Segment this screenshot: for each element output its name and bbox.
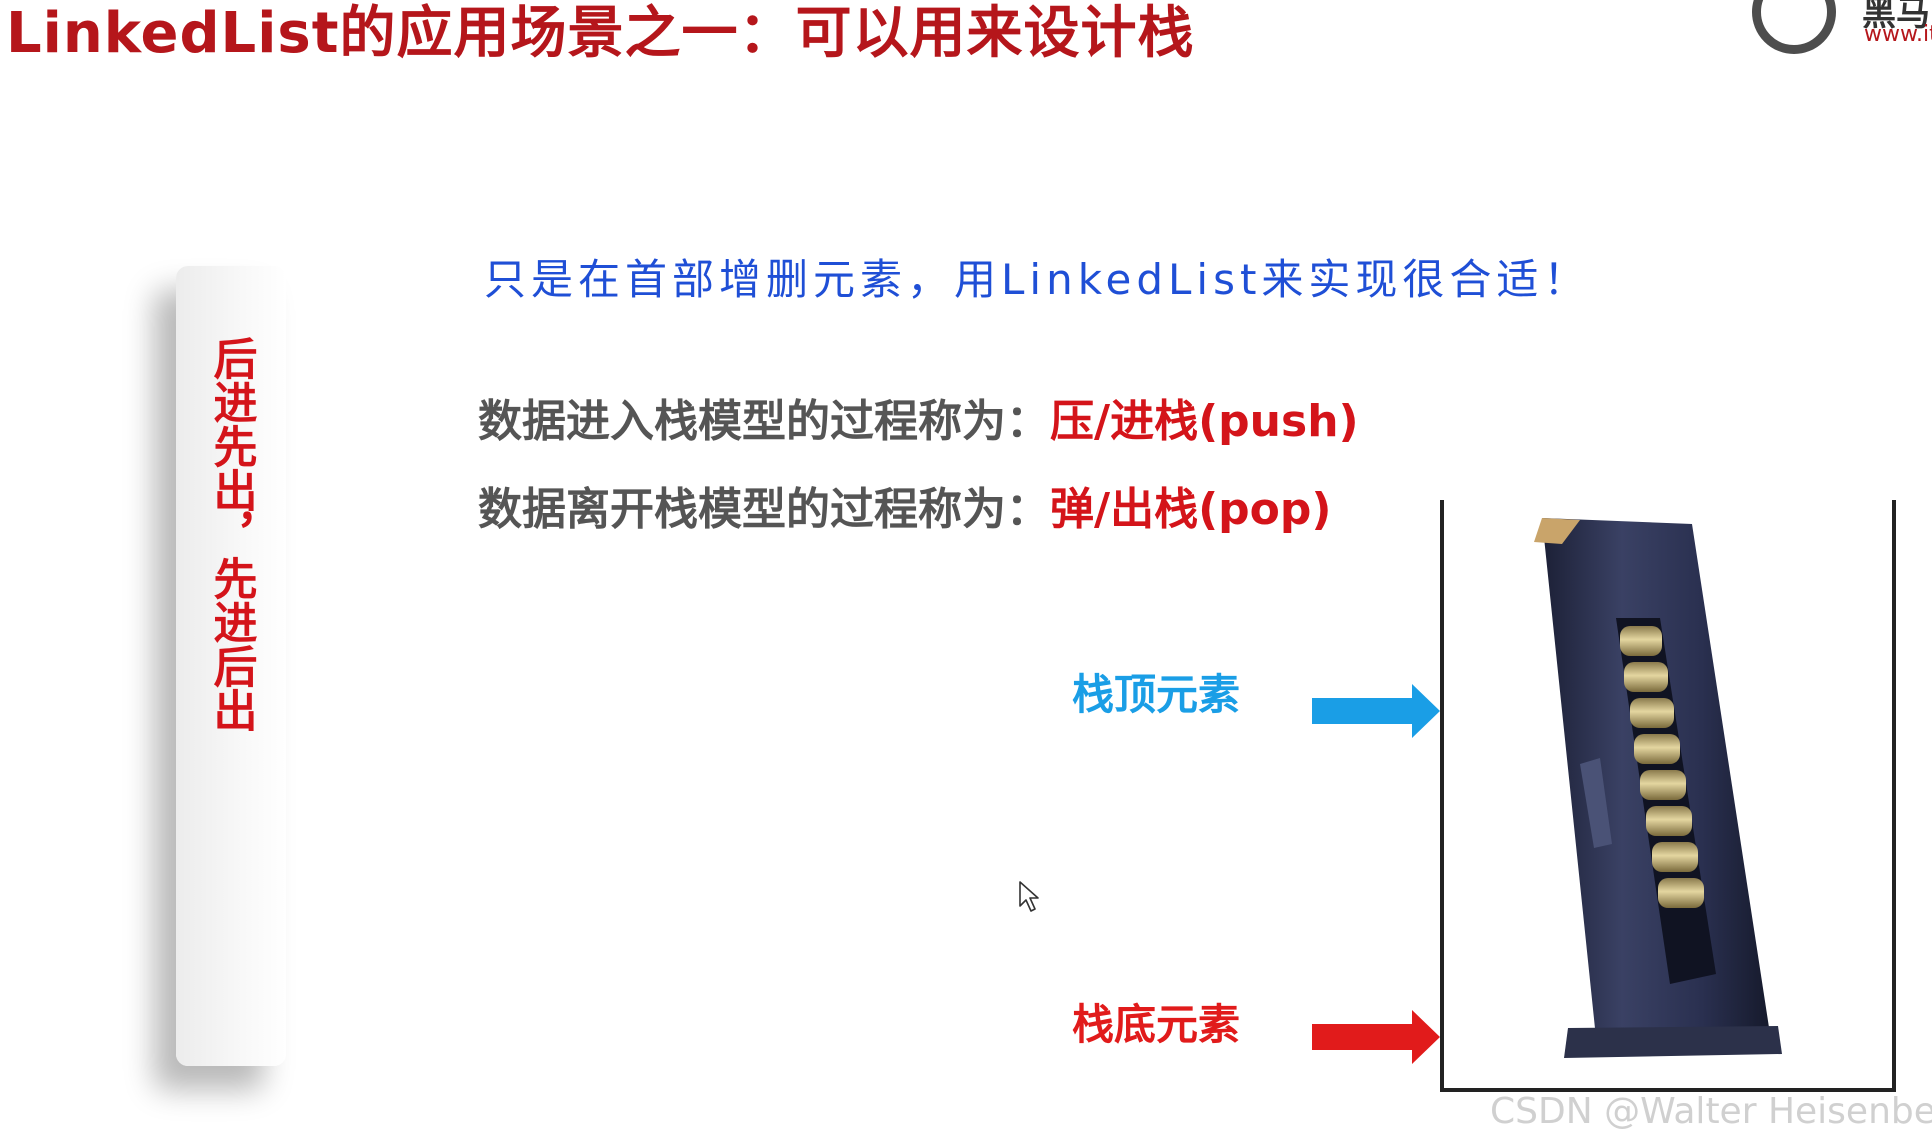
right-arrow-icon	[1312, 1010, 1440, 1064]
pop-definition: 数据离开栈模型的过程称为：弹/出栈(pop)	[478, 480, 1332, 540]
usage-note: 只是在首部增删元素，用LinkedList来实现很合适！	[484, 255, 1591, 304]
logo-url: www.it	[1864, 22, 1932, 47]
stack-top-label: 栈顶元素	[1072, 670, 1241, 719]
pistol-magazine-illustration	[1534, 518, 1782, 1058]
motto-text: 后进先出，先进后出	[205, 336, 257, 732]
stack-bottom-label: 栈底元素	[1072, 1000, 1241, 1049]
pop-term: 弹/出栈(pop)	[1050, 484, 1332, 535]
logo-name: 黑马	[1862, 0, 1930, 34]
push-description: 数据进入栈模型的过程称为：	[478, 396, 1050, 447]
right-arrow-icon	[1312, 684, 1440, 738]
slide-title: LinkedList的应用场景之一：可以用来设计栈	[6, 1, 1195, 66]
watermark: CSDN @Walter Heisenberg	[1490, 1091, 1932, 1132]
mouse-pointer-icon	[1019, 881, 1039, 912]
motto-panel: 后进先出，先进后出	[176, 266, 286, 1066]
pop-description: 数据离开栈模型的过程称为：	[478, 484, 1050, 535]
push-term: 压/进栈(push)	[1050, 396, 1359, 447]
brand-logo: 黑马 www.it	[1750, 0, 1932, 60]
push-definition: 数据进入栈模型的过程称为：压/进栈(push)	[478, 392, 1359, 452]
stack-container	[1440, 500, 1896, 1092]
logo-mark-icon	[1752, 0, 1836, 54]
